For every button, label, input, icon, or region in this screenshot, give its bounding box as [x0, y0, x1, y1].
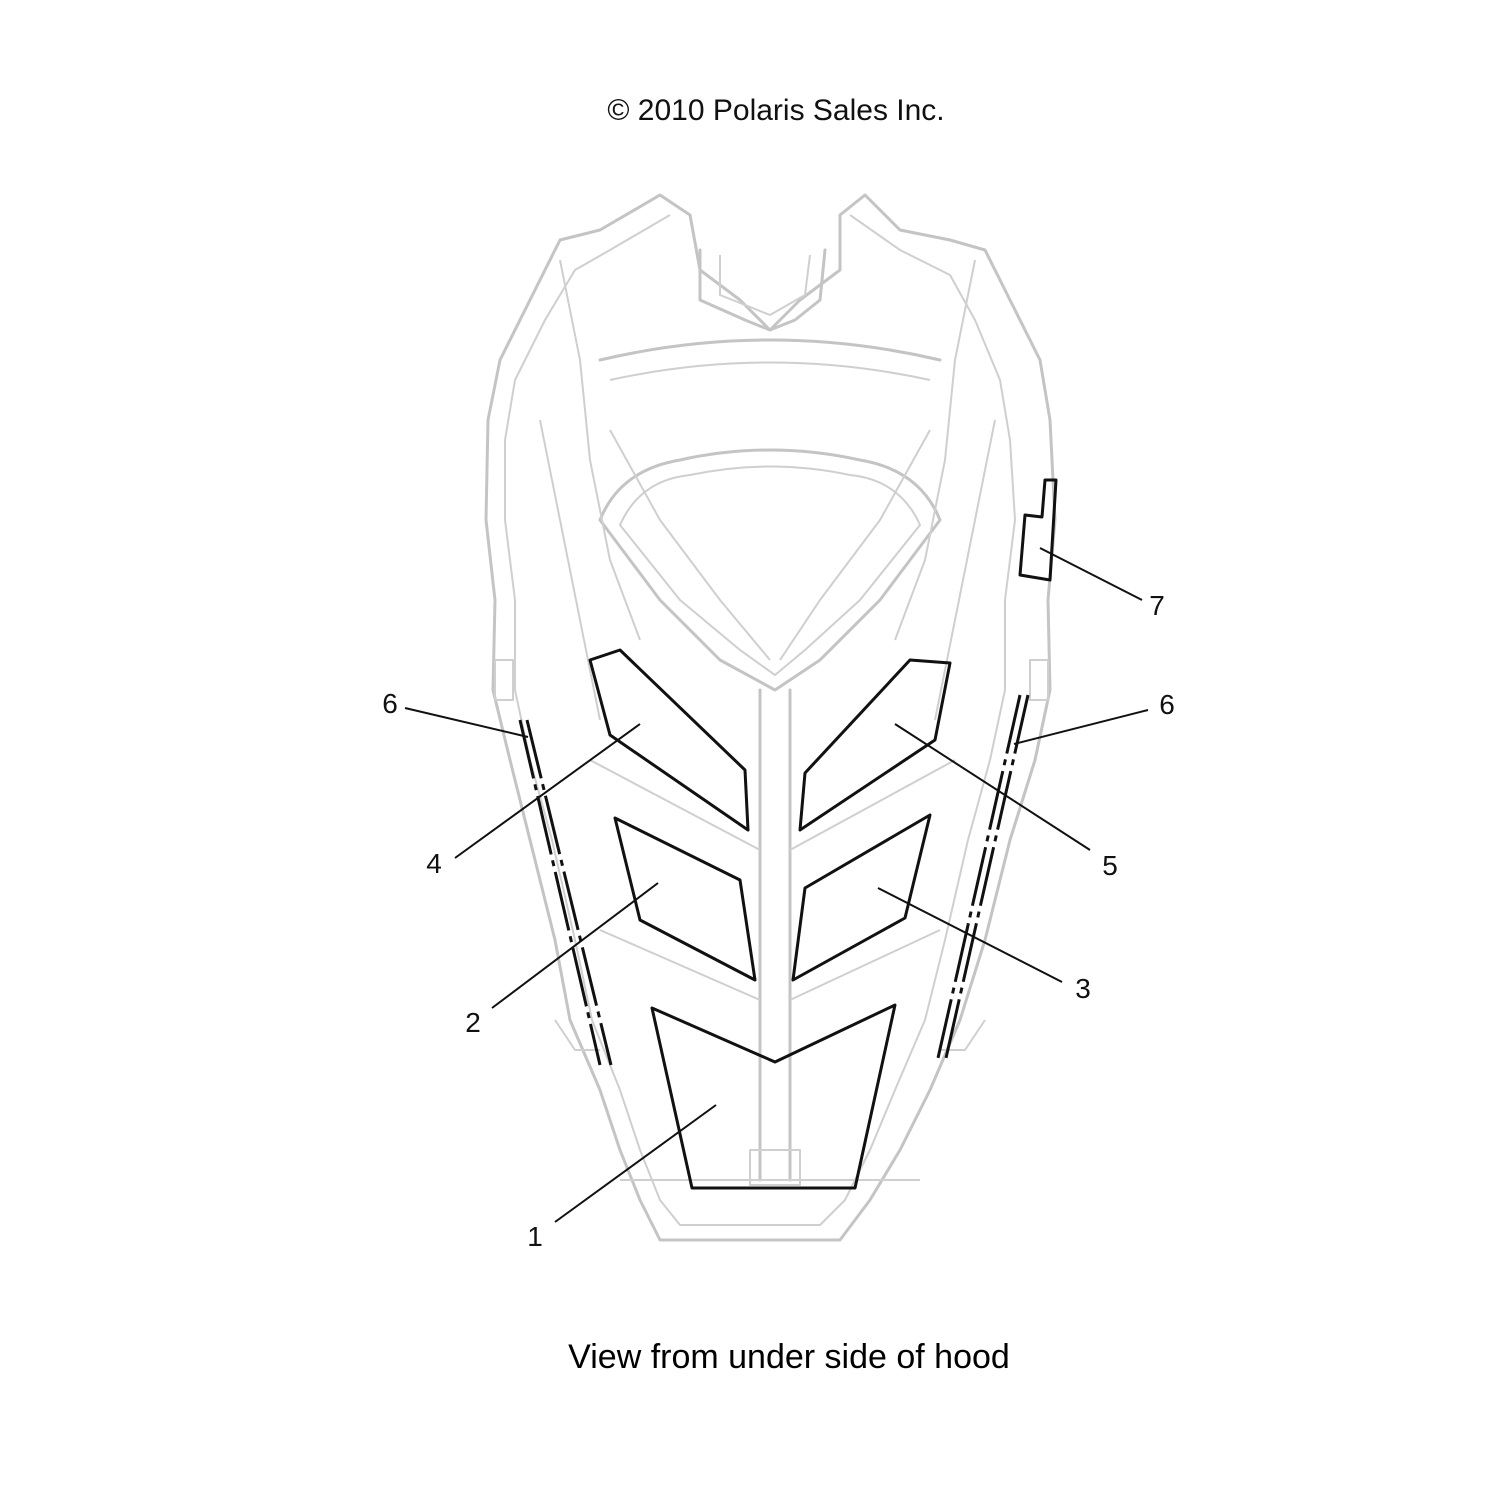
copyright-text: © 2010 Polaris Sales Inc. [607, 94, 944, 127]
leader-1 [554, 1104, 717, 1223]
callout-4: 4 [426, 848, 442, 879]
decal-outlines [518, 478, 1058, 1190]
decal-1 [650, 1003, 897, 1190]
leader-6-right [1013, 709, 1149, 745]
leader-lines [404, 547, 1149, 1223]
decal-2 [613, 816, 757, 982]
leader-2 [491, 882, 659, 1009]
decal-5 [798, 658, 952, 832]
callout-labels: 1 2 3 4 5 6 6 7 [382, 590, 1175, 1252]
diagram-caption: View from under side of hood [568, 1338, 1010, 1376]
callout-6-left: 6 [382, 688, 398, 719]
callout-7: 7 [1149, 590, 1165, 621]
decal-6-left-stripe-a [518, 719, 602, 1066]
decal-6-right-stripe-b [944, 694, 1030, 1059]
decal-3 [791, 813, 932, 982]
leader-4 [454, 723, 641, 859]
leader-5 [894, 723, 1091, 851]
leader-7 [1039, 547, 1143, 601]
callout-2: 2 [465, 1007, 481, 1038]
decal-4 [588, 648, 750, 832]
leader-3 [877, 887, 1063, 983]
decal-6-left-stripe-b [525, 719, 613, 1066]
decal-6-right-stripe-a [936, 694, 1022, 1059]
callout-3: 3 [1075, 973, 1091, 1004]
hood-outline [484, 193, 1057, 1242]
callout-5: 5 [1102, 850, 1118, 881]
decal-7 [1018, 478, 1058, 582]
callout-1: 1 [527, 1221, 543, 1252]
leader-6-left [404, 707, 529, 738]
callout-6-right: 6 [1159, 689, 1175, 720]
